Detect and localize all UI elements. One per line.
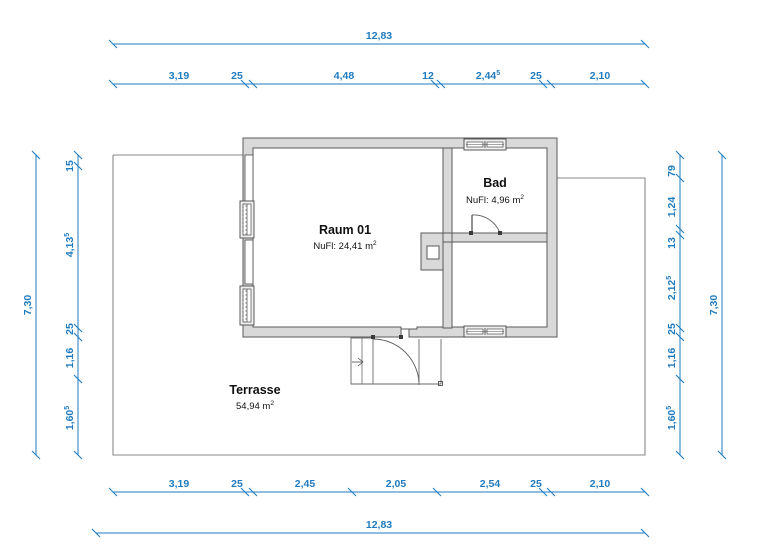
dimension-bottom-inner: 3,19 25 2,45 2,05 2,54 25 2,10	[108, 478, 650, 497]
exterior-wall-band	[242, 137, 558, 338]
dim-bottom-outer-label: 12,83	[366, 519, 392, 531]
window-west-upper-fixed	[244, 154, 254, 202]
dim-right-inner-label-0: 79	[666, 165, 678, 177]
dim-top-inner-label-5: 25	[530, 70, 542, 82]
room-area-raum01: NuFl: 24,41 m2	[313, 240, 377, 252]
dim-top-inner-label-6: 2,10	[590, 70, 611, 82]
dim-left-inner-label-1: 4,135	[64, 233, 76, 257]
room-label-bad: Bad NuFl: 4,96 m2	[466, 176, 524, 206]
dim-left-inner-label-0: 15	[64, 160, 76, 172]
window-south-bad	[463, 325, 507, 338]
room-label-raum01: Raum 01 NuFl: 24,41 m2	[313, 223, 377, 252]
dim-bottom-inner-label-6: 2,10	[590, 478, 611, 490]
dim-bottom-inner-label-4: 2,54	[480, 478, 501, 490]
dim-right-inner-label-5: 1,16	[666, 348, 678, 369]
room-name-bad: Bad	[483, 176, 507, 190]
window-west-upper-casement	[239, 200, 255, 239]
terrace-outline	[112, 154, 646, 456]
dim-top-outer-label: 12,83	[366, 30, 392, 42]
dim-bottom-inner-label-3: 2,05	[386, 478, 407, 490]
room-area-bad: NuFl: 4,96 m2	[466, 194, 524, 206]
dim-left-inner-label-4: 1,605	[64, 406, 76, 430]
dimension-top-inner: 3,19 25 4,48 12 2,445 25 2,10	[108, 70, 650, 89]
door-terrace	[350, 335, 443, 386]
dimension-top-outer: 12,83	[108, 30, 650, 49]
room-name-raum01: Raum 01	[319, 223, 371, 237]
dimension-right-outer: 7,30	[708, 150, 727, 460]
dim-top-inner-label-2: 4,48	[334, 70, 355, 82]
dim-bottom-inner-label-1: 25	[231, 478, 243, 490]
dim-right-outer-label: 7,30	[708, 295, 720, 316]
dim-top-inner-label-0: 3,19	[169, 70, 190, 82]
dim-left-outer-label: 7,30	[22, 295, 34, 316]
room-area-terrasse: 54,94 m2	[236, 400, 274, 412]
dim-right-inner-label-2: 13	[666, 237, 678, 249]
dim-top-inner-label-1: 25	[231, 70, 243, 82]
dim-bottom-inner-label-2: 2,45	[295, 478, 316, 490]
door-bad	[469, 214, 502, 235]
dimension-left-inner: 15 4,135 25 1,16 1,605	[64, 150, 83, 460]
window-west-middle-fixed	[244, 239, 254, 285]
window-west-lower-casement	[239, 285, 255, 326]
dim-right-inner-label-3: 2,125	[666, 276, 678, 300]
dimension-right-inner: 79 1,24 13 2,125 25 1,16 1,605	[666, 150, 685, 460]
dimension-left-outer: 7,30	[22, 150, 41, 460]
dimension-bottom-outer: 12,83	[91, 519, 650, 538]
dim-bottom-inner-label-0: 3,19	[169, 478, 190, 490]
room-label-terrasse: Terrasse 54,94 m2	[229, 383, 280, 412]
dim-right-inner-label-4: 25	[666, 323, 678, 335]
dim-bottom-inner-label-5: 25	[530, 478, 542, 490]
room-name-terrasse: Terrasse	[229, 383, 280, 397]
dim-right-inner-label-6: 1,605	[666, 406, 678, 430]
dim-top-inner-label-4: 2,445	[476, 70, 500, 82]
window-north-bad	[463, 138, 507, 151]
dim-right-inner-label-1: 1,24	[666, 197, 678, 218]
dim-left-inner-label-2: 25	[64, 323, 76, 335]
dim-top-inner-label-3: 12	[422, 70, 434, 82]
dim-left-inner-label-3: 1,16	[64, 348, 76, 369]
building-walls	[242, 137, 558, 338]
chimney-flue	[426, 245, 440, 260]
